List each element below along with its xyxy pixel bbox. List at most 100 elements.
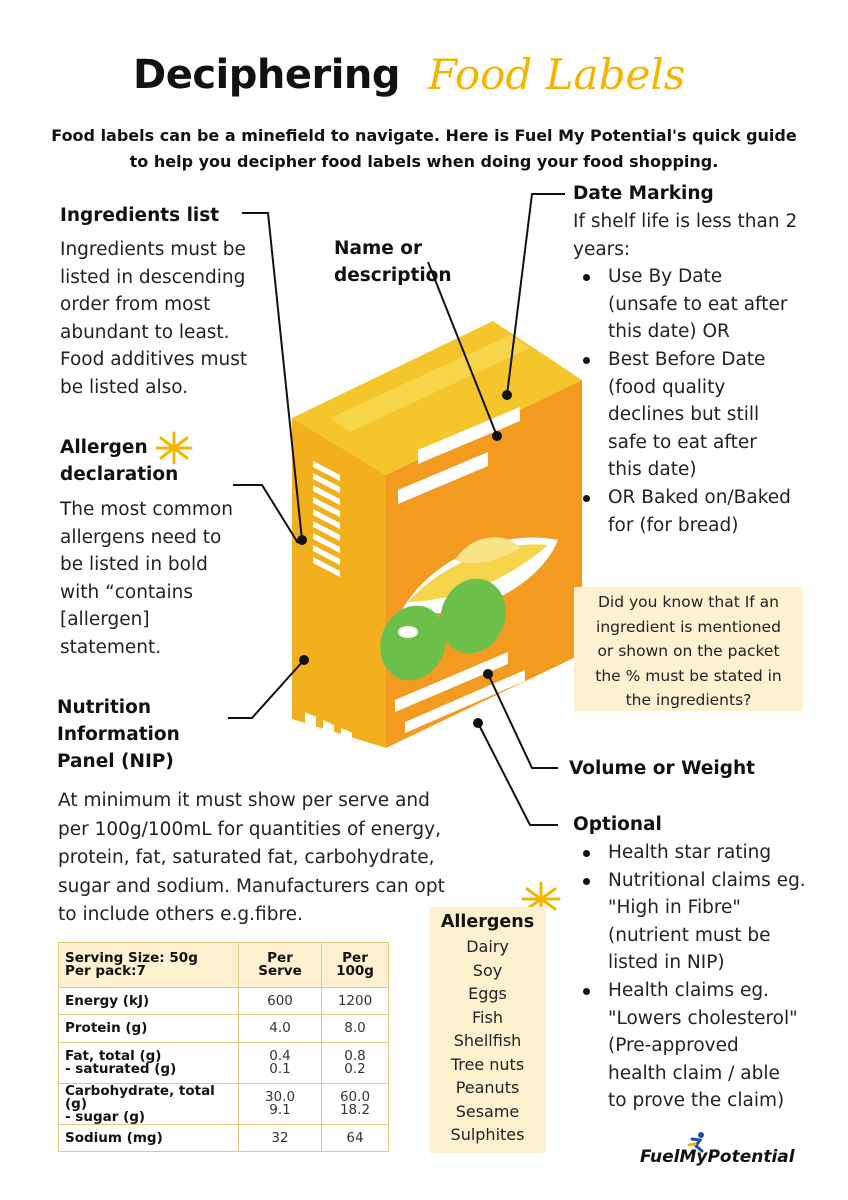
item-line: to prove the claim) bbox=[608, 1090, 785, 1112]
allergens-box: Allergens Dairy Soy Eggs Fish Shellfish … bbox=[429, 907, 546, 1153]
allergen-line: The most common bbox=[60, 499, 233, 520]
item-line: (Pre-approved bbox=[608, 1035, 739, 1057]
item-line: declines but still bbox=[608, 404, 760, 426]
nip-body: At minimum it must show per serve and pe… bbox=[58, 787, 478, 930]
ingredients-heading: Ingredients list bbox=[60, 205, 220, 226]
item-line: (nutrient must be bbox=[608, 924, 771, 946]
ingredients-section: Ingredients list Ingredients must be lis… bbox=[60, 202, 270, 402]
ingredients-line: order from most bbox=[60, 294, 211, 316]
side-stripes bbox=[305, 461, 352, 744]
allergen-line: statement. bbox=[60, 636, 162, 658]
row-label: Protein (g) bbox=[58, 1014, 239, 1043]
front-bar-top-2 bbox=[398, 452, 488, 504]
optional-item: Nutritional claims eg. "High in Fibre" (… bbox=[583, 867, 833, 977]
row-label: Carbohydrate, total (g)- sugar (g) bbox=[58, 1083, 239, 1125]
nutrition-table: Serving Size: 50g Per pack:7 Per Serve P… bbox=[58, 942, 389, 1152]
ingredients-line: listed in descending bbox=[60, 266, 246, 288]
date-marking-item: Use By Date (unsafe to eat after this da… bbox=[583, 263, 833, 346]
sparkle-icon-allergens bbox=[521, 881, 561, 917]
item-line: (food quality bbox=[608, 376, 726, 398]
runner-icon bbox=[687, 1132, 704, 1153]
per-100g-header: Per 100g bbox=[321, 942, 389, 988]
leader-dots bbox=[297, 390, 512, 728]
did-you-know-line: the % must be stated in bbox=[595, 666, 782, 685]
sparkle-icon bbox=[155, 431, 193, 465]
front-bar-top-1 bbox=[418, 407, 520, 464]
optional-body: Health star rating Nutritional claims eg… bbox=[573, 839, 833, 1115]
allergen-line: be listed in bold bbox=[60, 554, 208, 576]
date-marking-body: If shelf life is less than 2 years: Use … bbox=[573, 208, 833, 539]
item-line: Best Before Date bbox=[608, 348, 766, 370]
allergen-line: allergens need to bbox=[60, 526, 222, 548]
front-bar-bottom-1 bbox=[395, 652, 508, 712]
date-marking-list: Use By Date (unsafe to eat after this da… bbox=[573, 263, 833, 539]
intro-line-1: Food labels can be a minefield to naviga… bbox=[51, 126, 797, 145]
green-circle-right bbox=[440, 578, 506, 654]
fuel-my-potential-logo: FuelMyPotential bbox=[640, 1132, 810, 1173]
item-line: this date) bbox=[608, 459, 697, 481]
ingredients-line: be listed also. bbox=[60, 376, 189, 398]
title-script: Food Labels bbox=[428, 50, 686, 99]
table-header-row: Serving Size: 50g Per pack:7 Per Serve P… bbox=[58, 942, 389, 988]
volume-weight-heading: Volume or Weight bbox=[569, 758, 755, 779]
did-you-know-line: ingredient is mentioned bbox=[596, 617, 781, 636]
allergen-line: [allergen] bbox=[60, 609, 150, 631]
allergen-item: Tree nuts bbox=[450, 1054, 525, 1074]
item-line: "High in Fibre" bbox=[608, 897, 741, 919]
allergens-heading: Allergens bbox=[440, 912, 535, 932]
item-line: safe to eat after bbox=[608, 431, 757, 453]
ingredients-line: abundant to least. bbox=[60, 321, 230, 343]
box-top bbox=[292, 321, 582, 475]
ingredients-line: Food additives must bbox=[60, 349, 248, 371]
table-row: Energy (kJ) 600 1200 bbox=[58, 987, 389, 1015]
per-pack: Per pack:7 bbox=[65, 963, 146, 979]
intro-line-2: to help you decipher food labels when do… bbox=[129, 152, 719, 171]
nip-line: per 100g/100mL for quantities of energy, bbox=[58, 818, 442, 840]
serving-size: Serving Size: 50g bbox=[65, 950, 198, 966]
row-label: Sodium (mg) bbox=[58, 1124, 239, 1152]
item-line: health claim / able bbox=[608, 1062, 780, 1084]
ingredients-line: Ingredients must be bbox=[60, 239, 246, 260]
row-per-100g: 64 bbox=[321, 1124, 389, 1152]
allergen-declaration-body: The most common allergens need to be lis… bbox=[60, 496, 270, 662]
did-you-know-line: Did you know that If an bbox=[598, 593, 779, 611]
item-line: Health star rating bbox=[608, 842, 772, 863]
item-line: "Lowers cholesterol" bbox=[608, 1007, 798, 1029]
box-side bbox=[292, 418, 386, 748]
did-you-know-line: or shown on the packet bbox=[597, 642, 780, 660]
allergen-heading-line: Allergen bbox=[60, 437, 148, 458]
allergen-heading-line: declaration bbox=[60, 464, 179, 485]
row-per-100g: 1200 bbox=[321, 987, 389, 1015]
allergen-item: Sesame bbox=[455, 1101, 520, 1121]
logo-my: My bbox=[679, 1147, 708, 1167]
date-marking-heading: Date Marking bbox=[573, 183, 714, 204]
did-you-know-box: Did you know that If an ingredient is me… bbox=[574, 587, 803, 711]
allergen-item: Fish bbox=[472, 1007, 503, 1027]
box-top-flap bbox=[330, 335, 530, 432]
nip-line: protein, fat, saturated fat, carbohydrat… bbox=[58, 847, 435, 868]
per-serve-header: Per Serve bbox=[238, 942, 322, 988]
row-per-serve: 32 bbox=[238, 1124, 322, 1152]
nip-line: to include others e.g.fibre. bbox=[58, 904, 303, 925]
optional-item: Health star rating bbox=[583, 839, 833, 867]
date-marking-line: years: bbox=[573, 238, 631, 260]
optional-item: Health claims eg. "Lowers cholesterol" (… bbox=[583, 977, 833, 1115]
nip-line: sugar and sodium. Manufacturers can opt bbox=[58, 875, 445, 897]
item-line: OR Baked on/Baked bbox=[608, 486, 791, 508]
allergen-item: Shellfish bbox=[453, 1031, 522, 1050]
date-marking-section: Date Marking bbox=[573, 180, 823, 207]
bowl-scoop bbox=[455, 537, 520, 564]
item-line: this date) OR bbox=[608, 321, 730, 343]
item-line: (unsafe to eat after bbox=[608, 293, 788, 315]
allergen-item: Soy bbox=[472, 960, 503, 980]
logo-text: FuelMyPotential bbox=[640, 1147, 795, 1167]
nip-heading-line: Information bbox=[57, 724, 180, 745]
date-marking-line: If shelf life is less than 2 bbox=[573, 211, 798, 232]
title-bold: Deciphering bbox=[133, 52, 401, 98]
